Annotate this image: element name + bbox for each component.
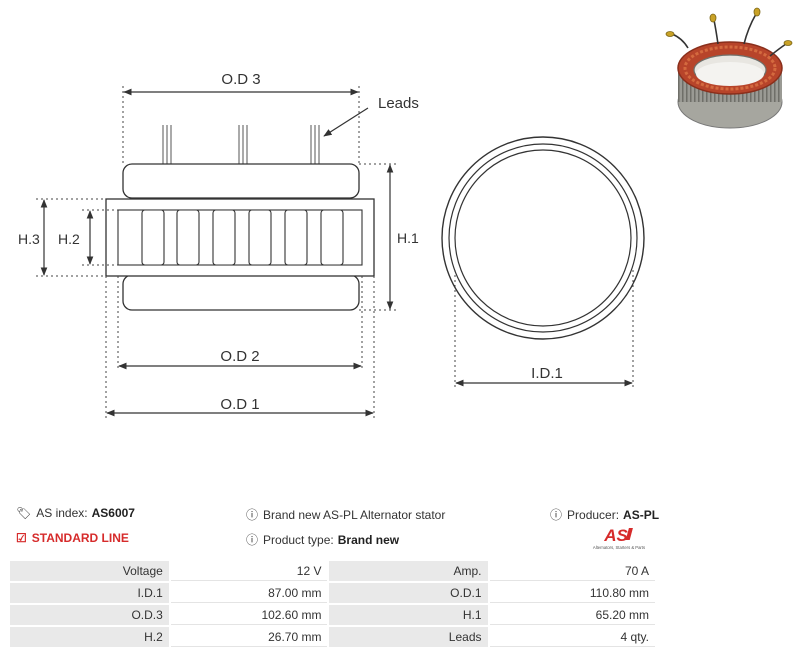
side-view-leads — [162, 125, 320, 164]
logo-tagline: Alternators, Starters & Parts — [593, 545, 645, 550]
as-pl-logo: AS Alternators, Starters & Parts — [593, 526, 645, 550]
producer-label: Producer: — [567, 507, 620, 522]
producer: ⓘ Producer: AS-PL — [550, 506, 659, 523]
top-view-rings — [441, 136, 645, 340]
logo-text: AS — [603, 526, 628, 545]
spec-value: 12 V — [170, 561, 328, 581]
spec-value: 4 qty. — [489, 627, 655, 647]
info-circle-icon: ⓘ — [550, 508, 563, 522]
label-leads: Leads — [378, 95, 419, 112]
side-view-slots — [141, 209, 344, 266]
spec-key: H.2 — [10, 627, 169, 647]
leads-pointer — [323, 107, 369, 137]
spec-key: Voltage — [10, 561, 169, 581]
spec-key: H.1 — [329, 605, 488, 625]
spec-value: 70 A — [489, 561, 655, 581]
spec-key: O.D.3 — [10, 605, 169, 625]
label-id1: I.D.1 — [531, 365, 563, 382]
spec-key: Leads — [329, 627, 488, 647]
spec-value: 26.70 mm — [170, 627, 328, 647]
as-index-label: AS index: — [36, 506, 88, 520]
spec-value: 110.80 mm — [489, 583, 655, 603]
product-type: ⓘ Product type: Brand new — [246, 531, 399, 548]
stator-technical-drawing: O.D 3 Leads H.3 H.2 H.1 O.D 2 O.D 1 I.D.… — [18, 71, 645, 418]
label-h3: H.3 — [18, 231, 40, 247]
producer-value: AS-PL — [623, 507, 660, 522]
spec-key: Amp. — [329, 561, 488, 581]
side-view-winding-bottom — [122, 274, 360, 311]
standard-line: ☑ STANDARD LINE — [16, 531, 129, 545]
spec-value: 65.20 mm — [489, 605, 655, 625]
as-index: 🏷︎ AS index: AS6007 — [16, 506, 135, 520]
label-od2: O.D 2 — [220, 348, 259, 365]
spec-key: I.D.1 — [10, 583, 169, 603]
label-h2: H.2 — [58, 231, 80, 247]
check-square-icon: ☑ — [16, 531, 27, 545]
description-text: Brand new AS-PL Alternator stator — [263, 507, 446, 522]
product-description: ⓘ Brand new AS-PL Alternator stator — [246, 506, 445, 523]
standard-line-label: STANDARD LINE — [31, 531, 129, 545]
spec-key: O.D.1 — [329, 583, 488, 603]
tag-icon: 🏷︎ — [16, 506, 32, 520]
dimension-arrows — [40, 88, 633, 417]
info-circle-icon: ⓘ — [246, 533, 259, 547]
stator-product-photo — [665, 7, 793, 129]
product-type-label: Product type: — [263, 532, 334, 547]
label-h1: H.1 — [397, 230, 419, 246]
spec-value: 87.00 mm — [170, 583, 328, 603]
extension-lines — [36, 86, 634, 418]
as-index-value: AS6007 — [91, 506, 135, 520]
spec-value: 102.60 mm — [170, 605, 328, 625]
side-view-winding-top — [122, 163, 360, 199]
product-type-value: Brand new — [337, 532, 400, 547]
label-od3: O.D 3 — [221, 71, 260, 88]
info-circle-icon: ⓘ — [246, 508, 259, 522]
label-od1: O.D 1 — [220, 396, 259, 413]
